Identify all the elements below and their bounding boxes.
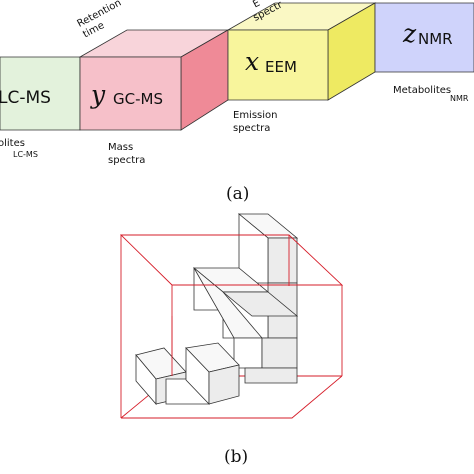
nmr-variable: z [402, 19, 417, 48]
panel-b: (b) [119, 213, 344, 467]
eem-subscript: EEM [265, 58, 297, 76]
eem-emission-spectra-line1: Emission [233, 110, 278, 121]
slab-side [261, 337, 298, 369]
cube-middle-lower-side [221, 291, 299, 317]
nmr-subscript: NMR [418, 30, 453, 48]
slab-low-side [244, 367, 298, 384]
eem-block: x EEM E spectr Emission spectra [226, 0, 377, 134]
cube-tall-side [267, 237, 298, 284]
eem-variable: x [245, 47, 259, 76]
gcms-mass-spectra-line2: spectra [108, 155, 145, 166]
eem-front-face [227, 29, 329, 101]
cube-fm-side [208, 364, 240, 405]
slab-front [233, 337, 263, 369]
bounding-box-front-edges [119, 234, 344, 419]
gcms-front-face [79, 56, 182, 131]
lcms-side-sublabel: LC-MS [13, 150, 38, 159]
cube-front-middle [185, 342, 240, 405]
cube-diagonal-slab [193, 267, 298, 384]
lcms-block: LC-MS olites LC-MS [0, 56, 81, 159]
nmr-metabolites-label: Metabolites [393, 85, 451, 96]
nmr-metabolites-sublabel: NMR [450, 94, 469, 103]
nmr-front-face [374, 2, 474, 73]
lcms-label: LC-MS [0, 88, 51, 108]
cube-stack [135, 213, 299, 406]
eem-emission-spectra-line2: spectra [233, 123, 270, 134]
box-bottom-edges [121, 375, 343, 419]
nmr-block: z NMR Metabolites NMR [374, 2, 474, 103]
eem-axis-excitation-line1: E [251, 0, 262, 10]
gcms-mass-spectra-line1: Mass [108, 142, 133, 153]
lcms-side-label: olites [0, 138, 25, 149]
panel-a: LC-MS olites LC-MS y GC-MS Retention tim… [0, 0, 474, 204]
gcms-variable: y [90, 80, 106, 109]
panel-b-caption: (b) [224, 447, 248, 467]
cube-tall-tower [237, 213, 299, 284]
gcms-subscript: GC-MS [113, 90, 163, 108]
gcms-block: y GC-MS Retention time Mass spectra [76, 0, 230, 166]
panel-a-caption: (a) [226, 184, 249, 204]
